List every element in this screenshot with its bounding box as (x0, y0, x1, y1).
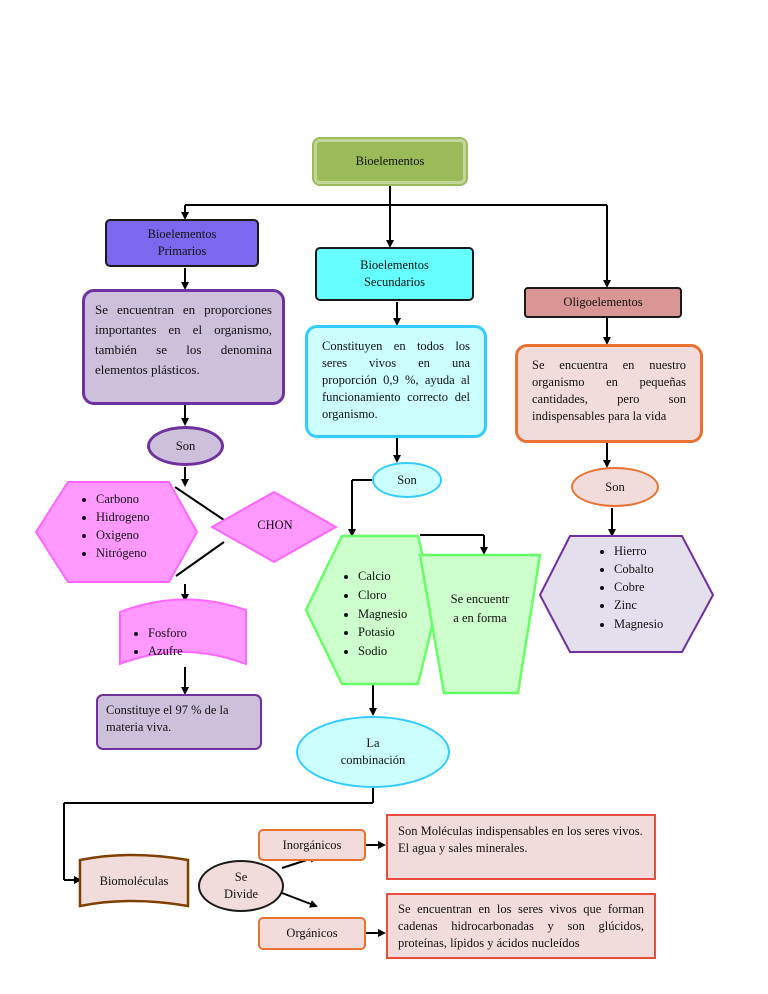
elements-hexagon-secondary (304, 534, 438, 686)
list-item: Hierro (614, 542, 692, 560)
primarios-son: Son (147, 426, 224, 466)
primarios-description: Se encuentran en proporciones importante… (82, 289, 285, 405)
fosforo-banner (119, 598, 247, 666)
primarios-list-a: Carbono Hidrogeno Oxigeno Nitrógeno (74, 490, 174, 563)
primarios-list-b: Fosforo Azufre (126, 624, 236, 660)
inorganicos-description: Son Moléculas indispensables en los sere… (386, 814, 656, 880)
chon-diamond (209, 490, 339, 564)
secundarios-son: Son (372, 462, 442, 498)
list-item: Cloro (358, 586, 436, 605)
secundarios-list: Calcio Cloro Magnesio Potasio Sodio (336, 567, 436, 661)
list-item: Magnesio (358, 605, 436, 624)
forma-trapezoid (418, 553, 542, 695)
primarios-label: Bioelementos Primarios (147, 227, 217, 258)
list-item: Azufre (148, 642, 236, 660)
secundarios-description: Constituyen en todos los seres vivos en … (305, 325, 487, 438)
bioelementos-root: Bioelementos (312, 137, 468, 186)
oligo-son: Son (571, 467, 659, 507)
list-item: Potasio (358, 623, 436, 642)
list-item: Sodio (358, 642, 436, 661)
combinacion-ellipse: La combinación (296, 716, 450, 788)
root-label: Bioelementos (355, 154, 425, 169)
list-item: Nitrógeno (96, 544, 174, 562)
oligo-list: Hierro Cobalto Cobre Zinc Magnesio (592, 542, 692, 633)
chon-label: CHON (257, 518, 293, 532)
list-item: Carbono (96, 490, 174, 508)
list-item: Cobalto (614, 560, 692, 578)
biomoleculas-banner (78, 853, 190, 908)
list-item: Oxigeno (96, 526, 174, 544)
constituye-box: Constituye el 97 % de la materia viva. (96, 694, 262, 750)
list-item: Cobre (614, 578, 692, 596)
divide-ellipse: Se Divide (198, 860, 284, 912)
list-item: Hidrogeno (96, 508, 154, 526)
oligo-box: Oligoelementos (524, 287, 682, 318)
oligo-label: Oligoelementos (563, 295, 643, 310)
list-item: Zinc (614, 596, 692, 614)
organicos-box: Orgánicos (258, 917, 366, 950)
secundarios-label: Bioelementos Secundarios (360, 258, 429, 289)
elements-hexagon-primary (34, 481, 199, 583)
list-item: Fosforo (148, 624, 236, 642)
inorganicos-box: Inorgánicos (258, 829, 366, 861)
elements-hexagon-oligo (538, 535, 715, 653)
list-item: Magnesio (614, 615, 692, 633)
secundarios-box: Bioelementos Secundarios (315, 247, 474, 301)
biomoleculas-label: Biomoléculas (99, 874, 169, 888)
organicos-description: Se encuentran en los seres vivos que for… (386, 893, 656, 959)
list-item: Calcio (358, 567, 436, 586)
oligo-description: Se encuentra en nuestro organismo en peq… (515, 344, 703, 443)
primarios-box: Bioelementos Primarios (105, 219, 259, 267)
forma-label: Se encuentr a en forma (450, 592, 510, 625)
